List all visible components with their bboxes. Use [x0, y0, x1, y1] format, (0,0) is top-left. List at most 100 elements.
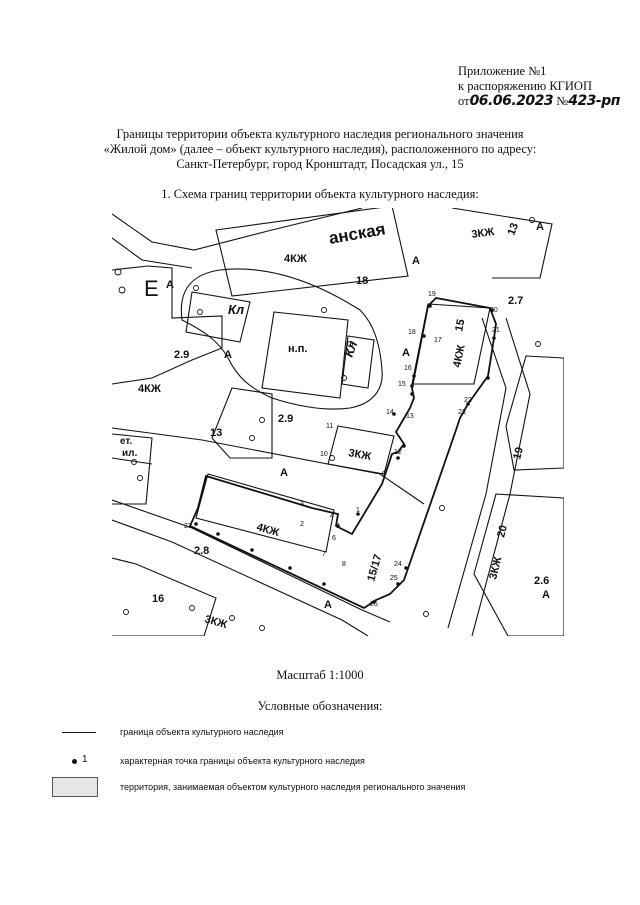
label-A-8: А — [412, 255, 420, 267]
point-7: 7 — [322, 551, 326, 558]
point-15: 15 — [398, 381, 406, 388]
label-b20: 20 — [495, 524, 510, 539]
point-3: 3 — [300, 501, 304, 508]
point-10: 10 — [320, 451, 328, 458]
point-20: 20 — [490, 307, 498, 314]
label-n16: 16 — [152, 593, 164, 605]
label-np: н.п. — [288, 343, 307, 355]
point-14: 14 — [386, 409, 394, 416]
legend-boundary-text: граница объекта культурного наследия — [120, 727, 284, 737]
street-bottom-1 — [112, 499, 391, 623]
label-A-4: А — [280, 467, 288, 479]
building-main — [195, 473, 335, 553]
point-5: 5 — [336, 523, 340, 530]
point-6: 6 — [332, 535, 336, 542]
building-kl-right — [341, 335, 375, 389]
point-13: 13 — [406, 413, 414, 420]
point-8: 8 — [342, 561, 346, 568]
legend-point-text: характерная точка границы объекта культу… — [120, 756, 365, 766]
street-right — [447, 317, 507, 629]
label-h29b: 2.9 — [278, 413, 293, 425]
point-4: 4 — [330, 513, 334, 520]
point-17: 17 — [434, 337, 442, 344]
label-b18: 4КЖ — [284, 253, 307, 265]
annex-date: 06.06.2023 — [469, 93, 554, 109]
point-19: 19 — [428, 291, 436, 298]
street-label: анская — [327, 219, 386, 248]
annex-number: 423-рп — [568, 93, 620, 109]
legend-point-number: 1 — [82, 754, 88, 765]
map-scale: Масштаб 1:1000 — [276, 668, 364, 682]
building-20-right — [473, 493, 564, 636]
label-b13-top: 3КЖ — [471, 226, 495, 241]
label-A-5: А — [324, 599, 332, 611]
point-16: 16 — [404, 365, 412, 372]
point-24: 24 — [394, 561, 402, 568]
boundary-line-icon — [62, 732, 96, 733]
label-A-6: А — [542, 589, 550, 601]
label-n15: 15 — [453, 318, 467, 332]
point-25: 25 — [390, 575, 398, 582]
building-15 — [411, 303, 491, 385]
title-line-3: Санкт-Петербург, город Кронштадт, Посадс… — [176, 157, 464, 171]
label-bmain: 4КЖ — [255, 521, 280, 539]
label-E: E — [144, 276, 159, 301]
annex-date-prefix: от — [458, 94, 470, 108]
annex-line-3: от06.06.2023 №423-рп — [458, 94, 620, 109]
label-A-7: А — [536, 221, 544, 233]
schema-heading: 1. Схема границ территории объекта культ… — [161, 187, 479, 201]
label-A-3: А — [402, 347, 410, 359]
label-b15: 4КЖ — [451, 344, 467, 369]
point-12: 12 — [394, 449, 402, 456]
building-13-top — [451, 208, 553, 279]
label-h4: 4КЖ — [138, 383, 161, 395]
street-edge-top-2 — [112, 237, 193, 269]
point-2: 2 — [300, 521, 304, 528]
title-line-2: «Жилой дом» (далее – объект культурного … — [103, 142, 537, 156]
legend-title: Условные обозначения: — [257, 699, 383, 713]
document-title: Границы территории объекта культурного н… — [80, 127, 560, 172]
street-right-2 — [471, 317, 531, 636]
building-kl-upper — [185, 291, 251, 343]
building-16 — [112, 557, 217, 636]
block-13 — [211, 387, 273, 459]
street-bottom-2 — [112, 519, 369, 636]
point-9: 9 — [382, 471, 386, 478]
building-left-small — [112, 433, 153, 505]
annex-line-2: к распоряжению КГИОП — [458, 79, 592, 93]
block-left-top — [112, 265, 223, 385]
point-22: 22 — [464, 397, 472, 404]
building-np — [261, 311, 349, 399]
point-18: 18 — [408, 329, 416, 336]
annex-header: Приложение №1 к распоряжению КГИОП от06.… — [458, 64, 620, 109]
label-h28: 2.8 — [194, 545, 209, 557]
building-19-right — [505, 355, 564, 471]
label-b3: 3КЖ — [347, 447, 372, 463]
label-b13: 13 — [210, 427, 222, 439]
label-n1517: 15/17 — [365, 553, 384, 583]
label-kl-2: Кл — [341, 339, 361, 359]
label-b3e: 3КЖ — [487, 556, 504, 581]
label-h27: 2.7 — [508, 295, 523, 307]
label-etl2: ил. — [122, 448, 138, 459]
building-18 — [215, 208, 409, 297]
label-A-1: А — [166, 279, 174, 291]
point-dot-icon — [72, 759, 77, 764]
heritage-boundary — [188, 297, 497, 610]
label-b19: 19 — [511, 446, 526, 461]
point-1: 1 — [356, 507, 360, 514]
point-26: 26 — [370, 601, 378, 608]
street-lower-1 — [112, 427, 425, 505]
label-A-2: А — [224, 349, 232, 361]
label-h29a: 2.9 — [174, 349, 189, 361]
courtyard-curve — [180, 268, 383, 410]
territory-swatch-icon — [52, 777, 98, 797]
label-etl: ет. — [120, 436, 132, 447]
annex-line-1: Приложение №1 — [458, 64, 547, 78]
title-line-1: Границы территории объекта культурного н… — [116, 127, 524, 141]
label-n18: 18 — [356, 275, 368, 287]
point-21: 21 — [492, 327, 500, 334]
legend-territory-text: территория, занимаемая объектом культурн… — [120, 782, 466, 792]
label-b16: 3КЖ — [203, 613, 228, 631]
point-27: 27 — [184, 523, 192, 530]
